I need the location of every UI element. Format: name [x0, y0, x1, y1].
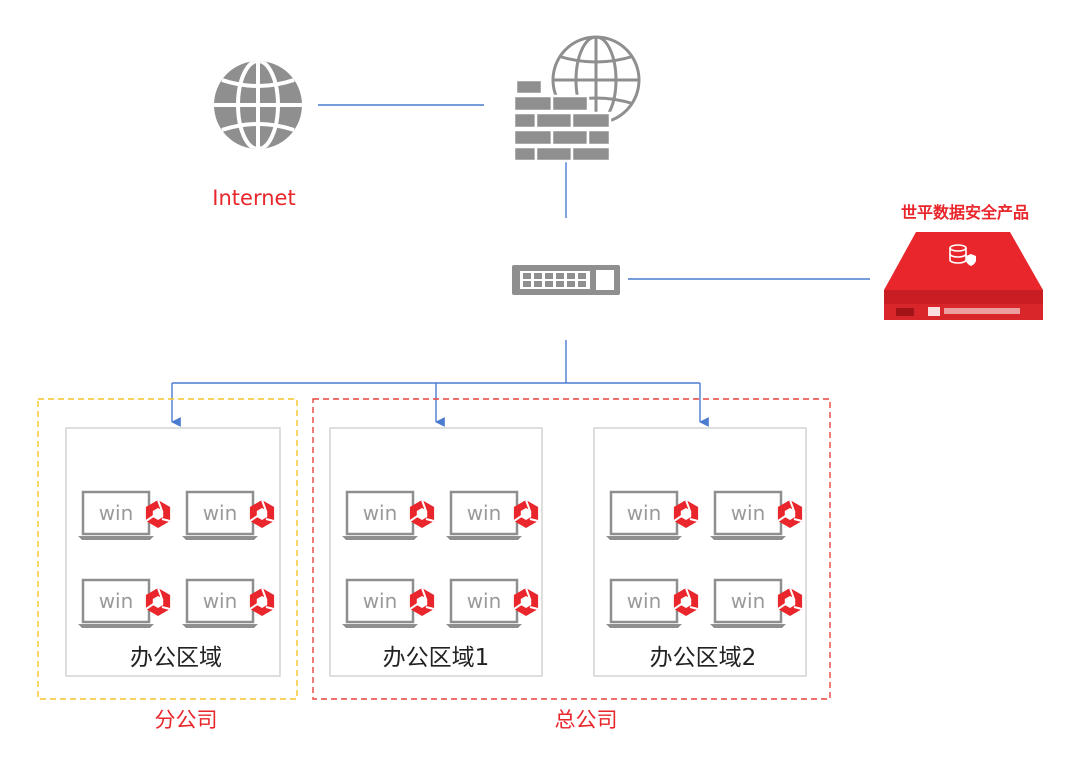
headquarters-frame	[312, 398, 831, 700]
laptop-label: win	[467, 589, 502, 613]
connection-lines	[171, 104, 870, 427]
laptop-icon: win	[342, 490, 435, 540]
agent-badge-icon	[249, 587, 275, 616]
brick-wall-icon	[512, 78, 612, 163]
office-zone-2-box	[593, 427, 807, 677]
network-switch-icon	[512, 265, 620, 295]
laptop-icon: win	[182, 490, 275, 540]
agent-badge-icon	[513, 499, 539, 528]
agent-badge-icon	[145, 499, 171, 528]
agent-badge-icon	[777, 499, 803, 528]
laptop-label: win	[731, 501, 766, 525]
database-icon	[949, 244, 967, 264]
firewall-icon	[512, 35, 641, 163]
laptop-label: win	[467, 501, 502, 525]
laptop-label: win	[363, 589, 398, 613]
laptop-icon: win	[78, 578, 171, 628]
laptop-icon: win	[342, 578, 435, 628]
security-appliance-icon	[884, 232, 1043, 320]
laptop-label: win	[731, 589, 766, 613]
laptop-icon: win	[446, 490, 539, 540]
agent-badge-icon	[409, 587, 435, 616]
agent-badge-icon	[673, 587, 699, 616]
internet-globe-icon	[214, 61, 302, 149]
laptop-label: win	[627, 589, 662, 613]
agent-badge-icon	[145, 587, 171, 616]
office-zone-1-label: 办公区域1	[383, 645, 490, 671]
laptop-label: win	[363, 501, 398, 525]
office-zone-2-label: 办公区域2	[650, 645, 757, 671]
agent-badge-icon	[409, 499, 435, 528]
laptop-label: win	[99, 589, 134, 613]
agent-badge-icon	[673, 499, 699, 528]
agent-badge-icon	[513, 587, 539, 616]
laptop-icon: win	[710, 578, 803, 628]
product-label: 世平数据安全产品	[901, 203, 1029, 222]
laptop-label: win	[627, 501, 662, 525]
laptop-label: win	[203, 589, 238, 613]
office-zone-1-box	[329, 427, 543, 677]
laptop-label: win	[203, 501, 238, 525]
headquarters-label: 总公司	[555, 708, 618, 732]
laptop-grid: win win win win win win win win win win win win	[78, 490, 803, 628]
branch-office-label: 分公司	[155, 708, 218, 732]
laptop-icon: win	[446, 578, 539, 628]
office-zone-label: 办公区域	[130, 645, 222, 671]
laptop-icon: win	[710, 490, 803, 540]
laptop-label: win	[99, 501, 134, 525]
laptop-icon: win	[606, 490, 699, 540]
laptop-icon: win	[606, 578, 699, 628]
laptop-icon: win	[182, 578, 275, 628]
laptop-icon: win	[78, 490, 171, 540]
shield-icon	[966, 254, 976, 266]
agent-badge-icon	[249, 499, 275, 528]
internet-label: Internet	[212, 186, 295, 210]
agent-badge-icon	[777, 587, 803, 616]
office-zone-box	[65, 427, 281, 677]
